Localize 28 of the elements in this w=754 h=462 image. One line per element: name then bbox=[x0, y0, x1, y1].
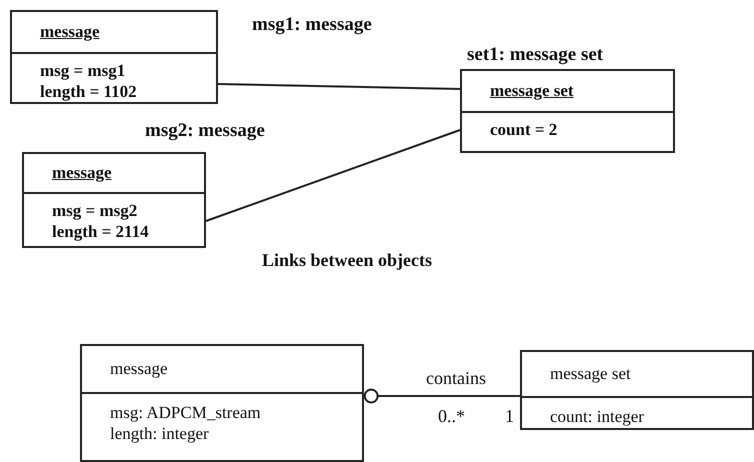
object-box bbox=[10, 10, 218, 104]
class-name: message bbox=[52, 163, 112, 183]
association-line bbox=[206, 129, 460, 222]
attribute: count = 2 bbox=[490, 119, 558, 140]
attribute: msg: ADPCM_stream bbox=[110, 402, 262, 423]
object-box bbox=[22, 152, 206, 248]
association-line bbox=[218, 83, 460, 90]
association-line bbox=[364, 388, 520, 404]
attribute: msg = msg2 bbox=[52, 200, 138, 221]
class-name: message set bbox=[550, 364, 631, 384]
object-box bbox=[460, 69, 675, 153]
attribute: msg = msg1 bbox=[40, 60, 126, 81]
attribute: count: integer bbox=[550, 406, 645, 427]
attribute: length: integer bbox=[110, 423, 210, 444]
class-name: message set bbox=[490, 81, 574, 101]
association-label: contains bbox=[426, 368, 486, 389]
attribute: length = 1102 bbox=[40, 81, 138, 102]
multiplicity: 0..* bbox=[438, 406, 465, 427]
class-name: message bbox=[110, 359, 168, 379]
class-box bbox=[520, 350, 754, 430]
multiplicity: 1 bbox=[505, 406, 514, 427]
link-name: msg2: message bbox=[145, 120, 265, 142]
link-name: msg1: message bbox=[252, 14, 372, 36]
class-box bbox=[80, 344, 364, 462]
diagram-caption: Links between objects bbox=[262, 250, 432, 271]
attribute: length = 2114 bbox=[52, 221, 150, 242]
object-name: set1: message set bbox=[467, 44, 604, 66]
class-name: message bbox=[40, 22, 100, 42]
